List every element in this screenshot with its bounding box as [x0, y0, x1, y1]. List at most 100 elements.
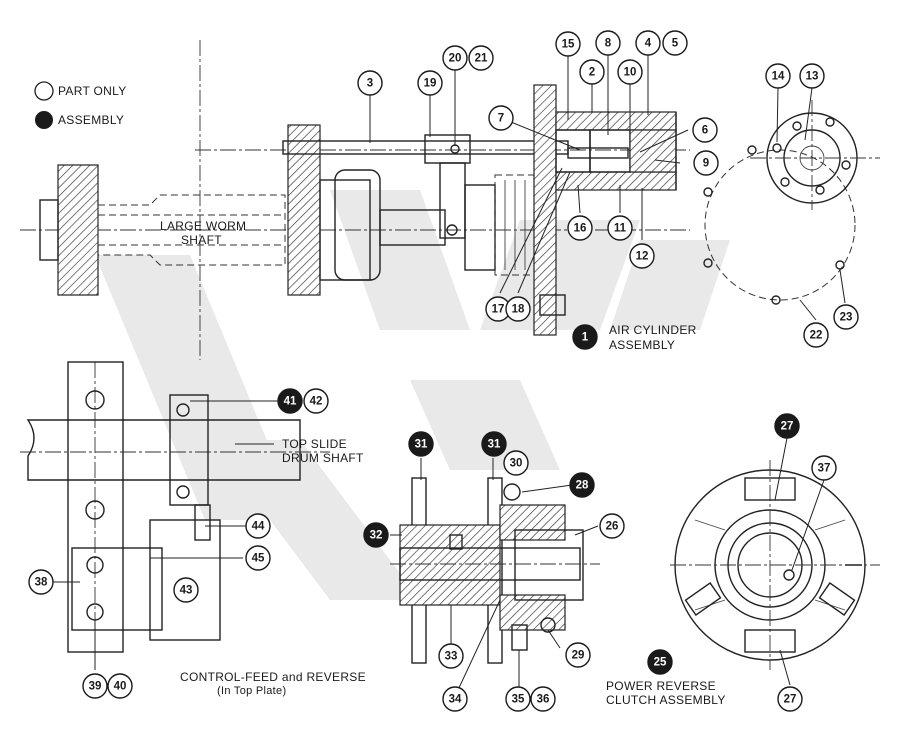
callout-number: 35 [512, 694, 525, 706]
callout-circle [468, 45, 494, 71]
callout-45: 45 [245, 545, 271, 571]
callout-30: 30 [503, 450, 529, 476]
callout-33: 33 [438, 643, 464, 669]
label-air-cylinder-line1: AIR CYLINDER [609, 323, 697, 337]
callout-number: 31 [488, 439, 501, 451]
callout-number: 2 [589, 67, 595, 79]
callout-number: 41 [284, 396, 297, 408]
callout-number: 9 [703, 158, 709, 170]
callout-2: 2 [579, 59, 605, 85]
callout-number: 4 [645, 38, 652, 50]
callout-12: 12 [629, 243, 655, 269]
callout-22: 22 [803, 322, 829, 348]
callout-circle [833, 304, 859, 330]
callout-circle [799, 63, 825, 89]
callout-34: 34 [442, 686, 468, 712]
callout-number: 7 [498, 113, 504, 125]
legend: PART ONLY ASSEMBLY [34, 81, 127, 129]
callout-number: 17 [492, 304, 505, 316]
callout-number: 34 [449, 694, 462, 706]
callout-circle [277, 388, 303, 414]
callout-number: 42 [310, 396, 323, 408]
callout-circle [774, 413, 800, 439]
callout-circle [572, 324, 598, 350]
callout-number: 14 [772, 71, 785, 83]
callout-number: 39 [89, 681, 102, 693]
callout-circle [442, 686, 468, 712]
labels: LARGE WORM SHAFT AIR CYLINDER ASSEMBLY T… [160, 219, 725, 707]
label-large-worm-shaft-line1: LARGE WORM [160, 219, 246, 233]
callout-circle [693, 150, 719, 176]
callout-number: 22 [810, 330, 823, 342]
callout-circle [629, 243, 655, 269]
label-top-slide-line1: TOP SLIDE [282, 437, 347, 451]
callout-31: 31 [408, 431, 434, 457]
callout-number: 38 [35, 577, 48, 589]
callout-circle [565, 642, 591, 668]
callout-circle [803, 322, 829, 348]
callout-number: 26 [606, 521, 619, 533]
callout-4: 4 [635, 30, 661, 56]
label-large-worm-shaft-line2: SHAFT [181, 233, 222, 247]
callout-circle [442, 45, 468, 71]
callout-number: 27 [784, 694, 797, 706]
label-control-feed-line2: (In Top Plate) [217, 685, 286, 697]
callout-circle [303, 388, 329, 414]
callout-43: 43 [173, 577, 199, 603]
leader-lines [52, 55, 846, 691]
callout-circle [503, 450, 529, 476]
callout-circle [567, 215, 593, 241]
callout-circle [595, 30, 621, 56]
callout-number: 15 [562, 39, 575, 51]
callout-circle [662, 30, 688, 56]
callout-circle [408, 431, 434, 457]
callout-number: 5 [672, 38, 679, 50]
callout-circle [107, 673, 133, 699]
callout-circle [607, 215, 633, 241]
callout-number: 20 [449, 53, 462, 65]
callout-35: 35 [505, 686, 531, 712]
callout-number: 16 [574, 223, 587, 235]
callout-number: 27 [781, 421, 794, 433]
callout-7: 7 [488, 105, 514, 131]
callout-6: 6 [692, 117, 718, 143]
callout-number: 1 [582, 332, 589, 344]
callout-circle [635, 30, 661, 56]
callout-31: 31 [481, 431, 507, 457]
callout-25: 25 [647, 649, 673, 675]
callout-number: 12 [636, 251, 649, 263]
callout-circle [579, 59, 605, 85]
callout-number: 45 [252, 553, 265, 565]
air-cylinder-end-view [703, 100, 880, 305]
callout-23: 23 [833, 304, 859, 330]
legend-part-only: PART ONLY [58, 84, 127, 98]
clutch-section-view [390, 477, 600, 664]
callout-circle [28, 569, 54, 595]
callout-number: 8 [605, 38, 612, 50]
callout-number: 43 [180, 585, 193, 597]
callout-number: 33 [445, 651, 458, 663]
callout-number: 37 [818, 463, 831, 475]
assembly-symbol [35, 111, 53, 129]
power-reverse-clutch-view [670, 460, 880, 670]
callout-40: 40 [107, 673, 133, 699]
callout-number: 10 [624, 67, 637, 79]
callout-number: 36 [537, 694, 550, 706]
callout-number: 19 [424, 78, 437, 90]
callout-circle [357, 70, 383, 96]
callout-circle [488, 105, 514, 131]
callout-circle [777, 686, 803, 712]
callout-38: 38 [28, 569, 54, 595]
callout-26: 26 [599, 513, 625, 539]
callout-number: 21 [475, 53, 488, 65]
callout-11: 11 [607, 215, 633, 241]
callout-circle [811, 455, 837, 481]
callout-36: 36 [530, 686, 556, 712]
callout-44: 44 [245, 513, 271, 539]
callout-19: 19 [417, 70, 443, 96]
callout-circle [617, 59, 643, 85]
callout-circle [765, 63, 791, 89]
callout-number: 13 [806, 71, 819, 83]
label-control-feed-line1: CONTROL-FEED and REVERSE [180, 670, 366, 684]
